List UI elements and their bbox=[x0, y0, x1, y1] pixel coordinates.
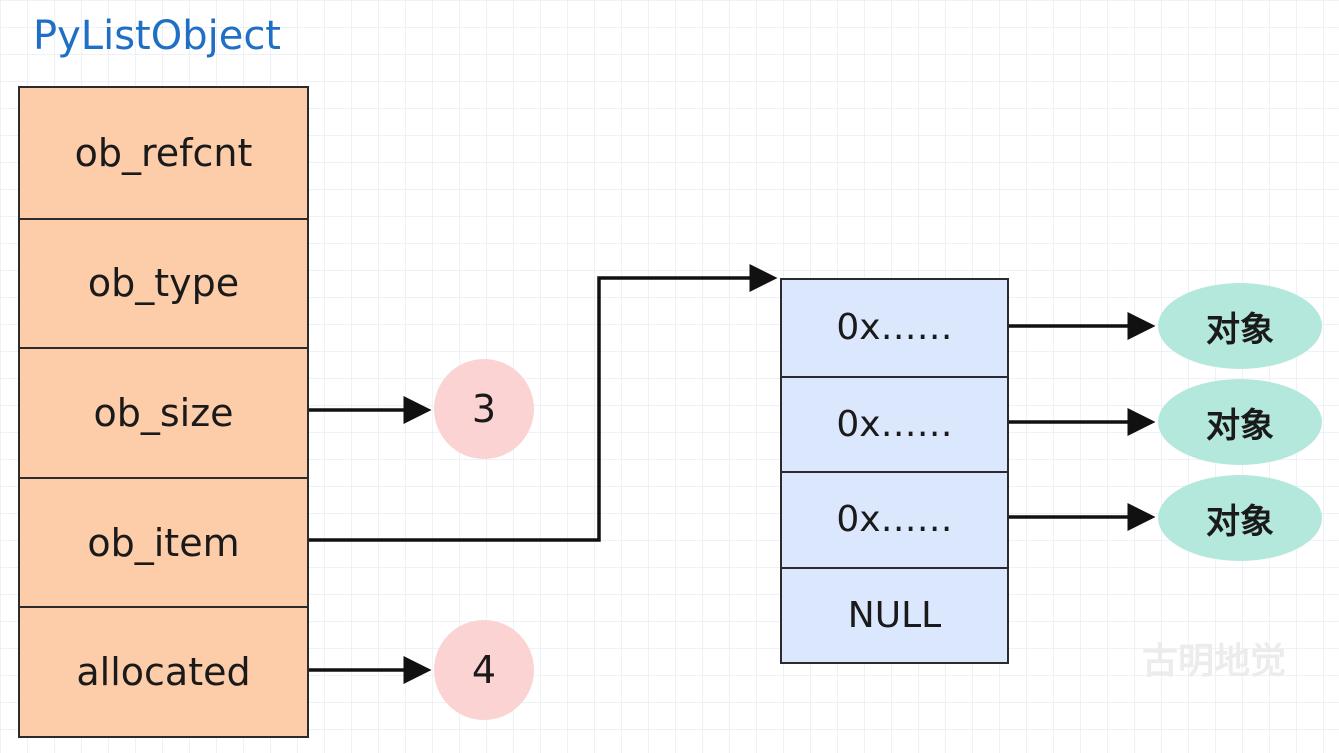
item-pointer-array: 0x…… 0x…… 0x…… NULL bbox=[780, 278, 1009, 664]
field-ob-type: ob_type bbox=[20, 217, 307, 348]
object-node-2: 对象 bbox=[1158, 475, 1322, 561]
field-allocated: allocated bbox=[20, 606, 307, 736]
item-slot-1: 0x…… bbox=[782, 375, 1007, 472]
allocated-value-circle: 4 bbox=[434, 620, 534, 720]
field-ob-size: ob_size bbox=[20, 347, 307, 477]
pylistobject-struct: ob_refcnt ob_type ob_size ob_item alloca… bbox=[18, 86, 309, 738]
item-slot-0: 0x…… bbox=[836, 307, 953, 349]
field-ob-item: ob_item bbox=[20, 476, 307, 607]
object-node-0: 对象 bbox=[1158, 283, 1322, 369]
diagram-title: PyListObject bbox=[33, 13, 281, 59]
ob-size-value-circle: 3 bbox=[434, 359, 534, 459]
object-node-1: 对象 bbox=[1158, 379, 1322, 465]
field-ob-refcnt: ob_refcnt bbox=[74, 130, 253, 175]
item-slot-null: NULL bbox=[782, 566, 1007, 663]
arrow-ob-item bbox=[309, 264, 778, 542]
item-slot-2: 0x…… bbox=[782, 471, 1007, 567]
watermark: 古明地觉 bbox=[1142, 641, 1287, 682]
